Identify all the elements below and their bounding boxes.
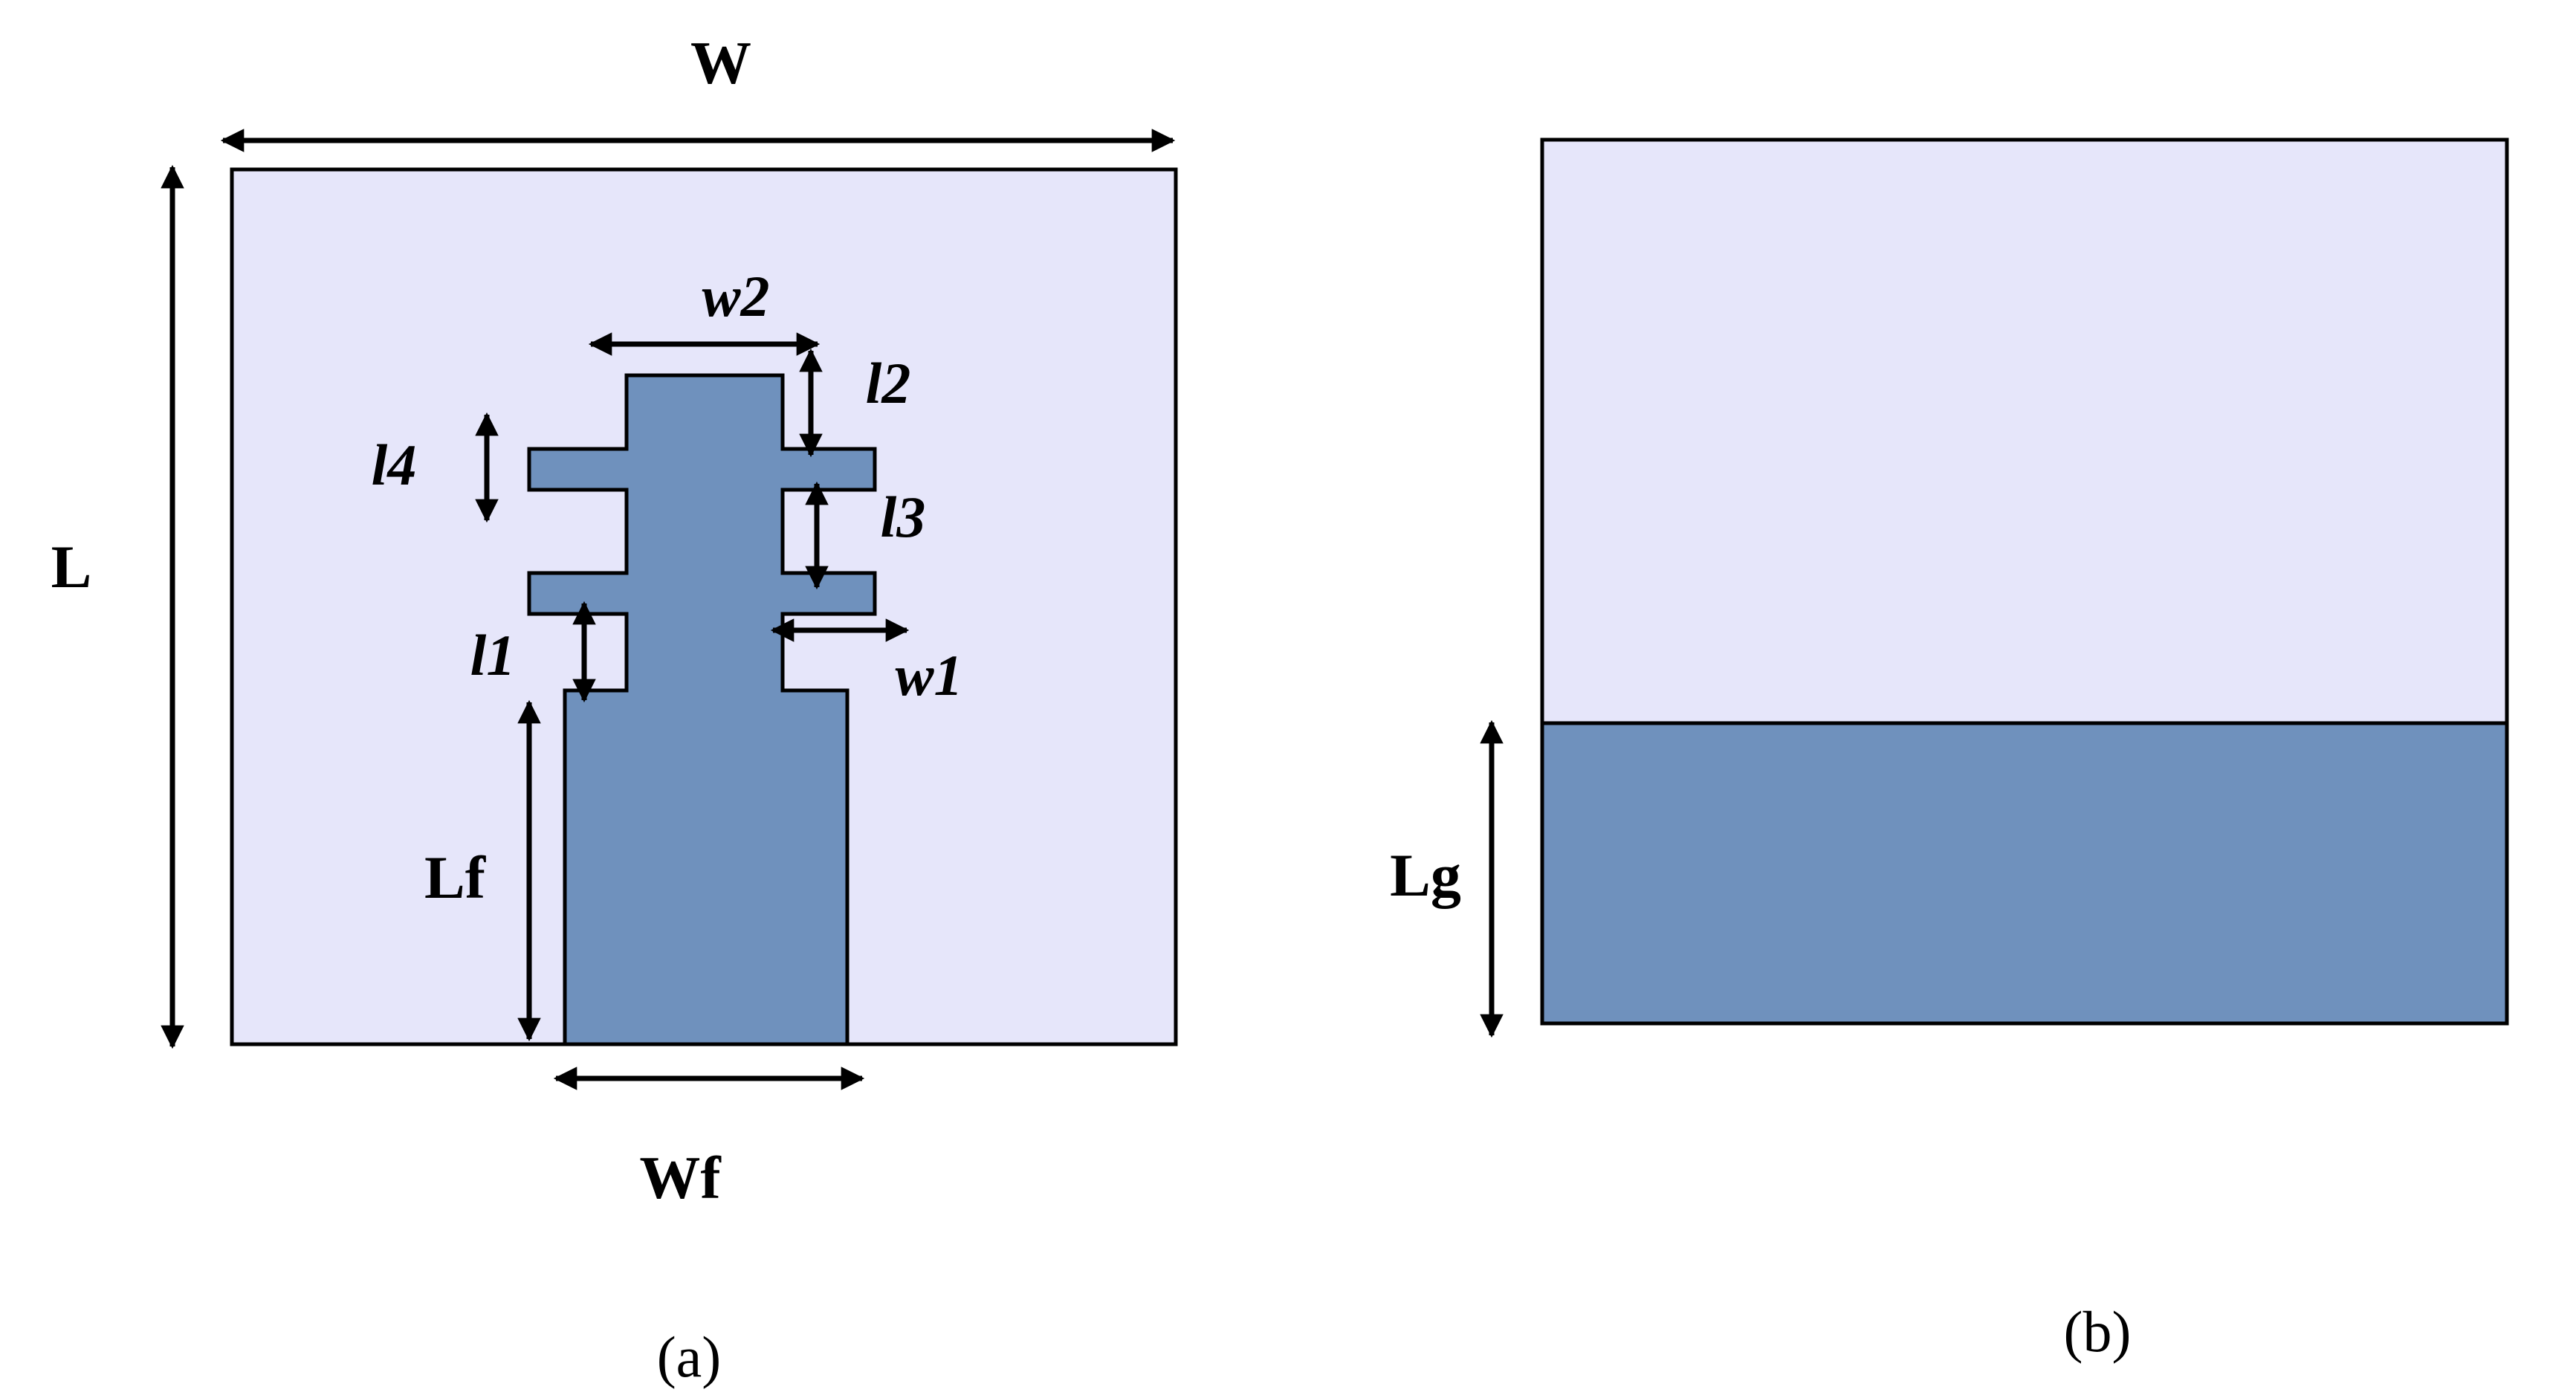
label-w2: w2: [702, 264, 769, 329]
label-l4: l4: [372, 433, 417, 497]
caption-a: (a): [657, 1324, 722, 1389]
label-l2: l2: [866, 351, 911, 415]
label-lg: Lg: [1390, 841, 1461, 909]
label-l: L: [51, 533, 92, 601]
panel-b: Lg (b): [1390, 137, 2509, 1364]
label-w1: w1: [895, 643, 962, 708]
label-w: W: [690, 29, 751, 97]
label-l3: l3: [881, 485, 926, 549]
label-wf: Wf: [639, 1144, 722, 1211]
ground-plane: [1540, 721, 2509, 1026]
radiating-patch: [527, 373, 877, 1046]
panel-a: W L w2 l2 l4 l3 l1 w1 Lf Wf (a): [51, 29, 1178, 1389]
label-lf: Lf: [424, 844, 487, 911]
caption-b: (b): [2064, 1299, 2132, 1364]
label-l1: l1: [470, 623, 516, 687]
